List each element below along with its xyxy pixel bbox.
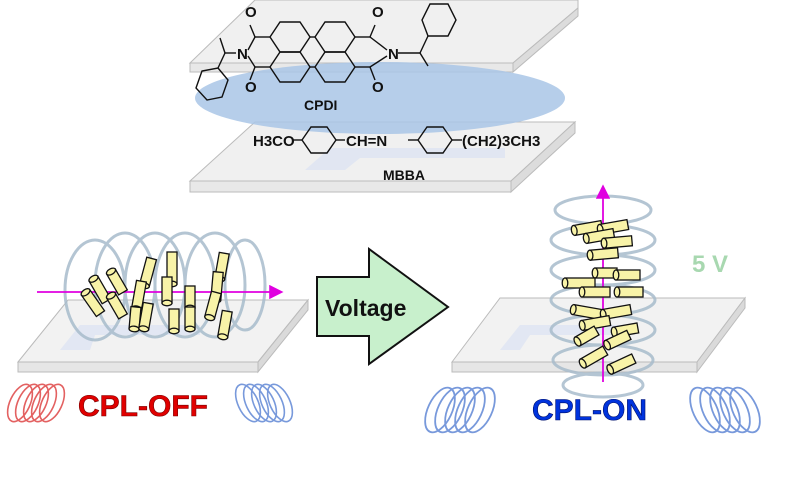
left-substrate bbox=[16, 298, 310, 374]
mbba-left-group: H3CO bbox=[253, 133, 295, 150]
cpl-on-label: CPL-ON bbox=[532, 394, 647, 427]
lower-glass-plate bbox=[188, 120, 577, 194]
lc-rod bbox=[603, 329, 632, 351]
lc-rod bbox=[161, 276, 173, 307]
mbba-structure bbox=[292, 126, 462, 154]
lc-rod bbox=[613, 286, 644, 298]
right-rod-cluster bbox=[561, 218, 644, 375]
lc-rod bbox=[105, 267, 129, 296]
voltage-value: 5 V bbox=[692, 251, 728, 278]
left-panel: CPL-OFF bbox=[6, 231, 310, 423]
lc-rod bbox=[168, 308, 180, 335]
lc-rod bbox=[578, 286, 611, 298]
cpl-off-label: CPL-OFF bbox=[78, 390, 208, 423]
lc-rod bbox=[586, 247, 620, 261]
cpdi-label: CPDI bbox=[304, 97, 337, 113]
mbba-label: MBBA bbox=[383, 167, 425, 183]
right-blue-spring-right bbox=[689, 386, 761, 434]
imide-n-right: N bbox=[388, 46, 399, 63]
right-panel: 5 V CPL-ON bbox=[424, 184, 761, 434]
lc-rod bbox=[606, 353, 637, 375]
carbonyl-o-top-right: O bbox=[372, 4, 384, 21]
lc-rod bbox=[80, 288, 106, 318]
lc-rod bbox=[578, 314, 612, 332]
voltage-label: Voltage bbox=[325, 295, 406, 321]
mixture-ellipse bbox=[195, 62, 565, 134]
lc-rod bbox=[217, 309, 233, 341]
lc-rod bbox=[612, 269, 641, 281]
lc-rod bbox=[204, 290, 222, 322]
lc-rod bbox=[573, 325, 600, 347]
top-panel: O O O O N N CPDI H3CO CH=N (CH2)3CH3 MBB… bbox=[188, 0, 579, 194]
lc-rod bbox=[184, 306, 196, 333]
lc-rod bbox=[569, 303, 603, 321]
right-blue-spring-left bbox=[424, 386, 496, 434]
carbonyl-o-bottom-right: O bbox=[372, 79, 384, 96]
imide-n-left: N bbox=[237, 46, 248, 63]
left-rod-cluster bbox=[80, 251, 233, 341]
carbonyl-o-bottom-left: O bbox=[245, 79, 257, 96]
carbonyl-o-top-left: O bbox=[245, 4, 257, 21]
lc-rod bbox=[578, 345, 609, 369]
lc-rod bbox=[600, 235, 634, 249]
mbba-linker: CH=N bbox=[346, 133, 387, 150]
voltage-arrow: Voltage bbox=[316, 247, 450, 366]
left-blue-spring bbox=[234, 383, 294, 423]
lc-rod bbox=[88, 274, 112, 305]
lc-rod bbox=[138, 301, 154, 333]
left-red-spring bbox=[6, 383, 66, 423]
mbba-right-group: (CH2)3CH3 bbox=[462, 133, 540, 150]
lc-rod bbox=[105, 291, 129, 320]
cpdi-structure bbox=[195, 3, 457, 101]
